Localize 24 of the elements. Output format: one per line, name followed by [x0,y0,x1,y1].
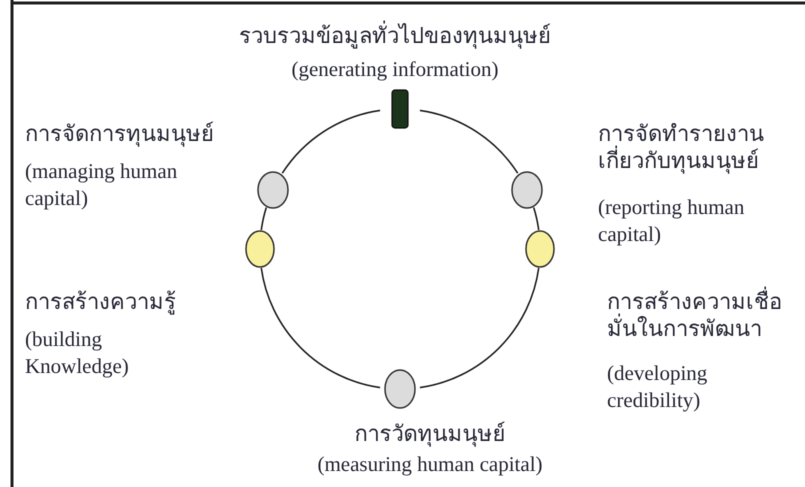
circle-arc [420,268,540,388]
circle-arc [260,268,380,388]
step-label: การวัดทุนมนุษย์ [354,420,506,447]
step-label: การจัดการทุนมนุษย์ [25,120,215,147]
circle-arc [282,110,380,174]
circle-arc [260,207,268,230]
step-label: (developing credibility) [607,360,708,414]
ellipse-marker [245,230,275,268]
step-label: (managing human capital) [25,158,178,212]
ellipse-marker [510,170,543,209]
ellipse-marker [257,170,290,209]
step-label: (reporting human capital) [598,194,746,248]
step-label: การจัดทำรายงานเกี่ยวกับทุนมนุษย์ [598,120,765,174]
circle-arc [532,207,540,230]
step-label: การสร้างความรู้ [25,288,177,315]
bar-marker [391,89,409,129]
ellipse-marker [384,369,416,409]
step-label: (building Knowledge) [25,326,130,380]
step-label: (measuring human capital) [316,451,544,478]
step-label: (generating information) [290,56,500,83]
circle-arc [420,110,518,174]
ellipse-marker [525,230,555,268]
step-label: การสร้างความเชื่อมั่นในการพัฒนา [607,288,797,342]
step-label: รวบรวมข้อมูลทั่วไปของทุนมนุษย์ [230,22,560,49]
